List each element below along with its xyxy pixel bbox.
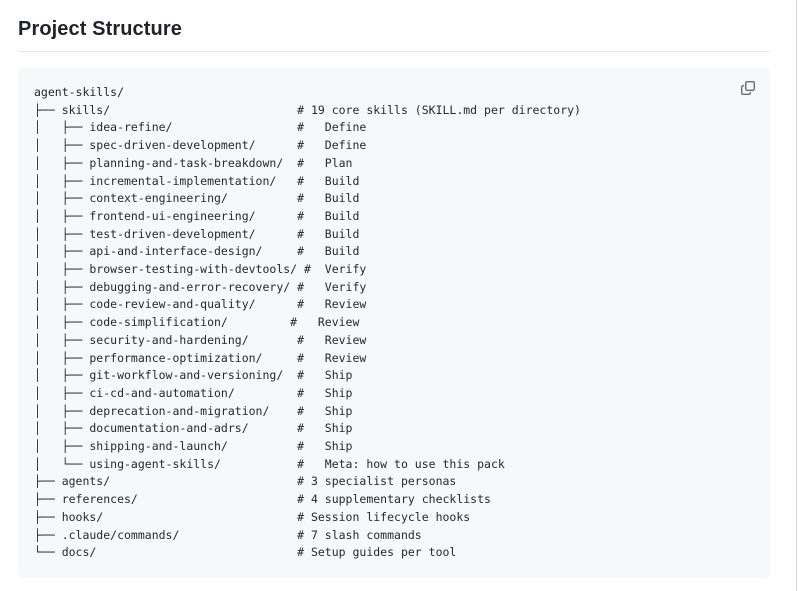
content: Project Structure agent-skills/ ├── skil… (18, 16, 770, 578)
page-title: Project Structure (18, 16, 770, 52)
directory-tree: agent-skills/ ├── skills/ # 19 core skil… (34, 85, 581, 560)
code-pre: agent-skills/ ├── skills/ # 19 core skil… (18, 68, 770, 578)
copy-button[interactable] (734, 74, 762, 102)
code-block: agent-skills/ ├── skills/ # 19 core skil… (18, 68, 770, 578)
copy-icon (740, 80, 756, 96)
